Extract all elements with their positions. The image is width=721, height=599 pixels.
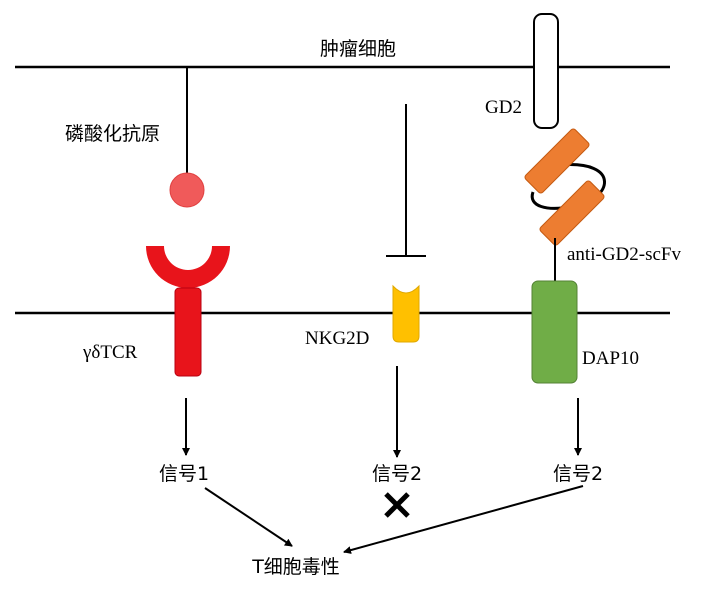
gd2-antigen [533,13,559,129]
signal1-to-cytotoxicity-arrow [204,487,293,547]
gd2-label: GD2 [485,97,522,118]
dap10-domain [531,280,578,384]
cross-icon [384,492,410,518]
anti-gd2-scfv-label: anti-GD2-scFv [567,244,681,265]
gd-tcr-stalk [174,287,202,377]
nkg2d-label: NKG2D [305,328,369,349]
gd-tcr-cup [146,246,230,288]
phospho-antigen-label: 磷酸化抗原 [65,123,160,145]
signal2-to-cytotoxicity-arrow [343,485,584,554]
phospho-antigen [169,172,205,208]
signal2-blocked-label: 信号2 [372,463,422,485]
scfv-light-chain [539,180,605,246]
tumor-cell-label: 肿瘤细胞 [320,38,396,60]
t-cytotoxicity-label: T细胞毒性 [251,556,340,578]
scfv-heavy-chain [524,128,590,194]
gd-tcr-label: γδTCR [82,342,138,363]
signal2-label: 信号2 [553,463,603,485]
dap10-label: DAP10 [582,348,639,369]
signal1-label: 信号1 [159,463,209,485]
nkg2d-receptor [392,284,420,343]
